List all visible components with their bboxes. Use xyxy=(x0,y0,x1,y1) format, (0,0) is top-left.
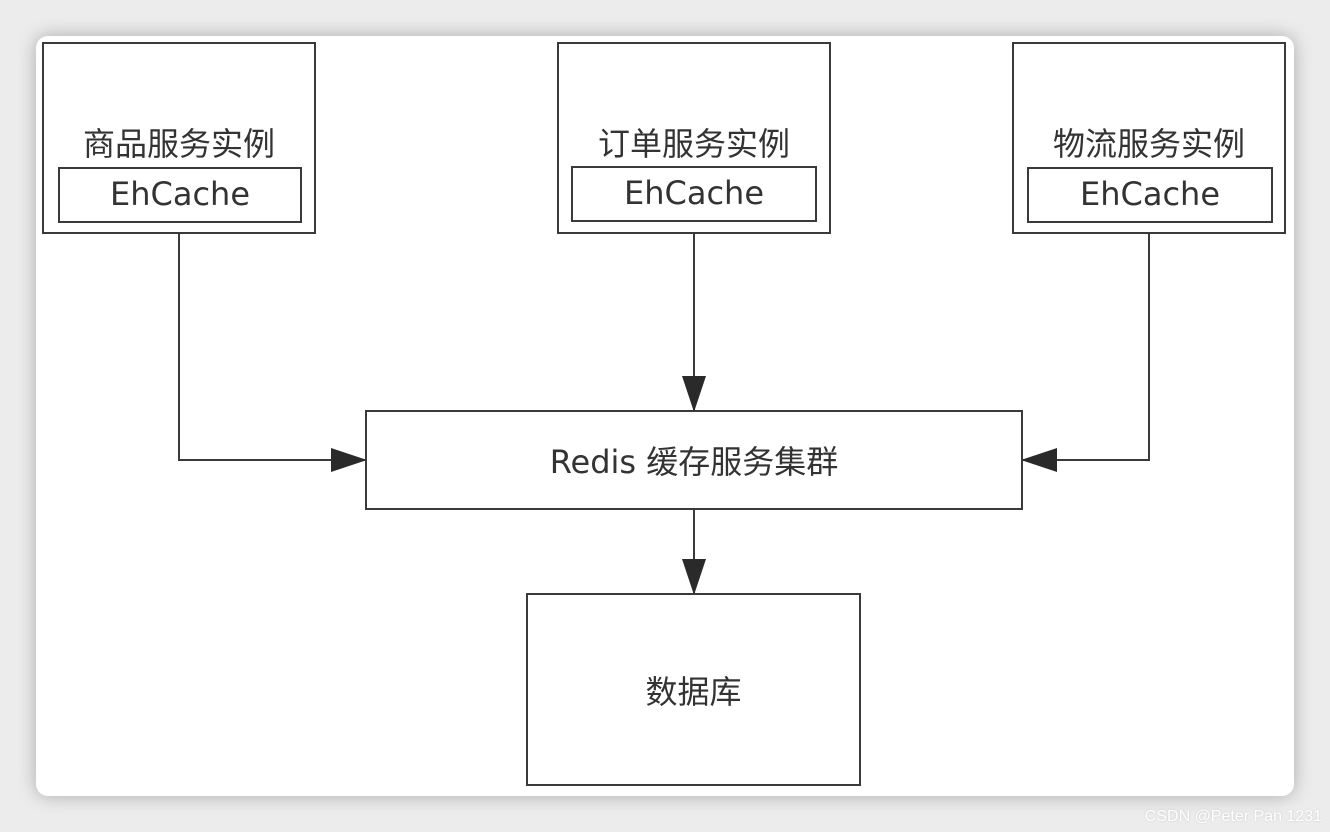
logistics-service-node: 物流服务实例 EhCache xyxy=(1012,42,1286,234)
diagram-edges xyxy=(178,234,1150,595)
watermark: CSDN @Peter Pan 1231 xyxy=(1144,808,1322,825)
product-service-title: 商品服务实例 xyxy=(82,125,275,163)
redis-cluster-label: Redis 缓存服务集群 xyxy=(549,443,839,481)
product-service-node: 商品服务实例 EhCache xyxy=(42,42,316,234)
redis-cluster-node: Redis 缓存服务集群 xyxy=(365,410,1023,510)
product-ehcache-box: EhCache xyxy=(58,167,302,223)
logistics-ehcache-box: EhCache xyxy=(1027,167,1273,223)
order-service-node: 订单服务实例 EhCache xyxy=(557,42,831,234)
database-node: 数据库 xyxy=(526,593,861,786)
order-ehcache-box: EhCache xyxy=(571,166,817,222)
database-label: 数据库 xyxy=(645,672,742,711)
edge-product-to-redis xyxy=(178,234,367,472)
order-service-title: 订单服务实例 xyxy=(597,125,790,163)
diagram-canvas: 商品服务实例 EhCache 订单服务实例 EhCache 物流服务实例 EhC… xyxy=(36,36,1294,796)
edge-logistics-to-redis xyxy=(1021,234,1150,472)
logistics-service-title: 物流服务实例 xyxy=(1052,125,1245,163)
